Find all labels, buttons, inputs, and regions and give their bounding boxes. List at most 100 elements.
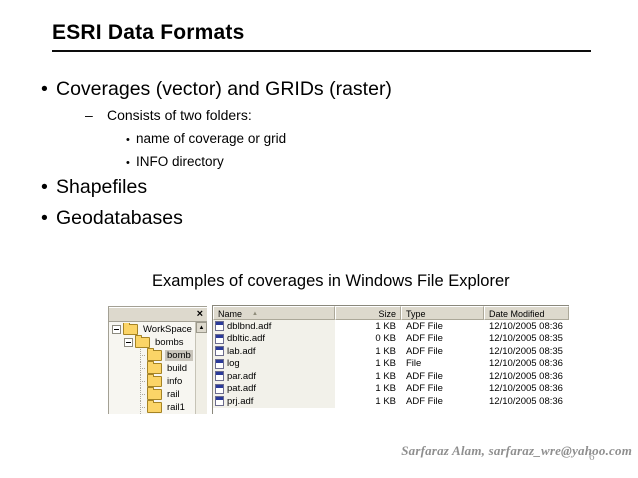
file-date-modified: 12/10/2005 08:36: [489, 358, 563, 370]
file-type: ADF File: [406, 333, 443, 345]
file-list-header: Name ▲ Size Type Date Modified: [213, 306, 569, 320]
scroll-up-icon[interactable]: ▲: [196, 322, 207, 333]
folder-icon: [147, 387, 162, 400]
file-name: dblbnd.adf: [227, 320, 272, 332]
tree-indent: [110, 336, 124, 349]
bullet-text: INFO directory: [136, 154, 224, 169]
folder-icon: [123, 323, 138, 335]
file-name-cell: dbltic.adf: [213, 332, 335, 345]
file-type: ADF File: [406, 395, 443, 407]
bullet-text: name of coverage or grid: [136, 131, 287, 146]
screenshot-caption: Examples of coverages in Windows File Ex…: [152, 272, 510, 290]
tree-indent: [110, 401, 136, 414]
dash-icon: –: [85, 107, 93, 123]
tree-item[interactable]: info: [110, 374, 196, 388]
folder-label: bombs: [155, 337, 184, 348]
tree-item[interactable]: rail: [110, 387, 196, 401]
column-label: Name: [218, 308, 243, 319]
folder-label: rail1: [167, 402, 185, 413]
file-date-modified: 12/10/2005 08:35: [489, 345, 563, 357]
file-name: log: [227, 358, 240, 370]
file-row[interactable]: dbltic.adf 0 KB ADF File 12/10/2005 08:3…: [213, 332, 569, 345]
bullet-icon: •: [126, 157, 130, 169]
adf-file-icon: [215, 371, 224, 382]
author-footer: Sarfaraz Alam, sarfaraz_wre@yahoo.com: [401, 443, 632, 458]
file-size: 1 KB: [375, 383, 396, 395]
page-title: ESRI Data Formats: [52, 21, 245, 44]
file-row[interactable]: lab.adf 1 KB ADF File 12/10/2005 08:35: [213, 345, 569, 358]
file-rows: dblbnd.adf 1 KB ADF File 12/10/2005 08:3…: [213, 320, 569, 408]
bullet-coverages: • Coverages (vector) and GRIDs (raster): [41, 78, 392, 101]
file-name-cell: log: [213, 357, 335, 370]
tree-connector: [136, 375, 145, 388]
adf-file-icon: [215, 358, 224, 369]
file-row[interactable]: dblbnd.adf 1 KB ADF File 12/10/2005 08:3…: [213, 320, 569, 333]
bullet-consists: – Consists of two folders:: [85, 107, 252, 123]
folder-label: info: [167, 376, 183, 387]
folder-label: bomb: [165, 350, 193, 361]
tree-connector: [136, 362, 145, 375]
file-name: prj.adf: [227, 395, 254, 407]
bullet-icon: •: [41, 207, 48, 229]
tree-connector: [136, 388, 145, 401]
file-name-cell: prj.adf: [213, 395, 335, 408]
tree-item[interactable]: rail1: [110, 400, 196, 414]
file-list-panel: Name ▲ Size Type Date Modified: [212, 305, 569, 414]
bullet-text: Geodatabases: [56, 207, 183, 229]
column-header-size[interactable]: Size: [335, 306, 401, 320]
collapse-minus-icon[interactable]: [112, 325, 121, 334]
tree-item[interactable]: bomb: [110, 348, 196, 362]
folder-label: build: [167, 363, 188, 374]
bullet-icon: •: [41, 78, 48, 100]
bullet-text: Coverages (vector) and GRIDs (raster): [56, 78, 392, 100]
adf-file-icon: [215, 396, 224, 407]
file-name: lab.adf: [227, 345, 256, 357]
title-underline: [52, 50, 591, 52]
file-date-modified: 12/10/2005 08:36: [489, 320, 563, 332]
folder-tree: WorkSpace bombs: [110, 323, 196, 414]
tree-indent: [110, 349, 136, 362]
tree-item[interactable]: bombs: [110, 335, 196, 349]
file-type: ADF File: [406, 320, 443, 332]
column-header-date-modified[interactable]: Date Modified: [484, 306, 569, 320]
file-type: ADF File: [406, 345, 443, 357]
file-name-cell: lab.adf: [213, 345, 335, 358]
file-row[interactable]: pat.adf 1 KB ADF File 12/10/2005 08:36: [213, 382, 569, 395]
close-icon[interactable]: ×: [196, 308, 203, 320]
file-type: ADF File: [406, 383, 443, 395]
folders-panel-header: ×: [109, 307, 207, 322]
file-size: 1 KB: [375, 320, 396, 332]
file-name-cell: dblbnd.adf: [213, 320, 335, 333]
column-label: Type: [406, 308, 426, 319]
file-name-cell: par.adf: [213, 370, 335, 383]
tree-item[interactable]: WorkSpace: [110, 323, 196, 336]
tree-indent: [110, 388, 136, 401]
sort-ascending-icon: ▲: [252, 310, 258, 317]
file-date-modified: 12/10/2005 08:36: [489, 370, 563, 382]
collapse-minus-icon[interactable]: [124, 338, 133, 347]
folder-label: WorkSpace: [143, 324, 192, 335]
adf-file-icon: [215, 383, 224, 394]
tree-indent: [110, 362, 136, 375]
column-header-type[interactable]: Type: [401, 306, 484, 320]
file-size: 0 KB: [375, 333, 396, 345]
file-row[interactable]: log 1 KB File 12/10/2005 08:36: [213, 357, 569, 370]
adf-file-icon: [215, 333, 224, 344]
file-row[interactable]: prj.adf 1 KB ADF File 12/10/2005 08:36: [213, 395, 569, 408]
file-row[interactable]: par.adf 1 KB ADF File 12/10/2005 08:36: [213, 370, 569, 383]
bullet-geodatabases: • Geodatabases: [41, 207, 183, 230]
bullet-info-directory: • INFO directory: [126, 154, 224, 169]
adf-file-icon: [215, 346, 224, 357]
file-name: par.adf: [227, 370, 257, 382]
slide-number: 6: [589, 451, 595, 463]
bullet-shapefiles: • Shapefiles: [41, 176, 147, 199]
file-date-modified: 12/10/2005 08:36: [489, 395, 563, 407]
tree-scrollbar[interactable]: ▲: [195, 322, 207, 414]
column-label: Date Modified: [489, 308, 545, 319]
file-size: 1 KB: [375, 395, 396, 407]
file-date-modified: 12/10/2005 08:35: [489, 333, 563, 345]
file-size: 1 KB: [375, 370, 396, 382]
column-header-name[interactable]: Name ▲: [213, 306, 335, 320]
tree-item[interactable]: build: [110, 361, 196, 375]
